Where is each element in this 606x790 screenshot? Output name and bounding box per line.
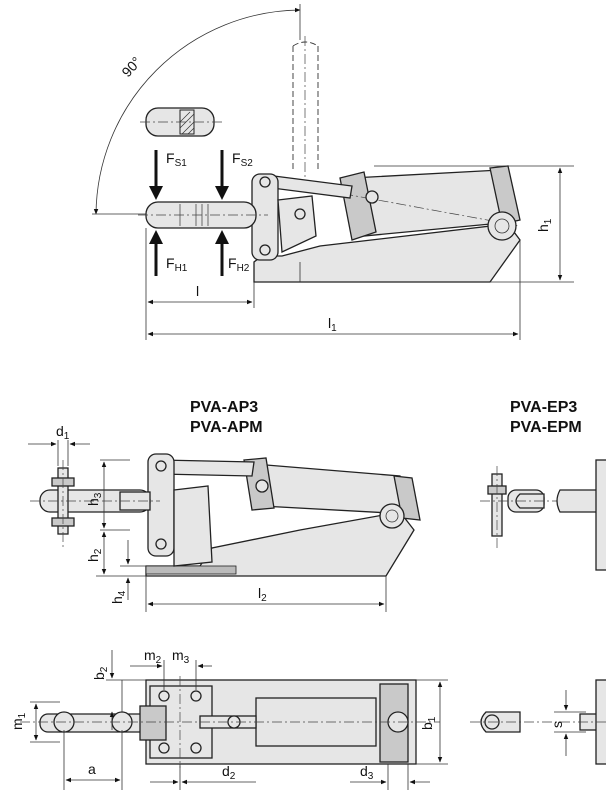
- fs2-label: FS2: [232, 150, 253, 169]
- clamp-arm: [251, 173, 317, 261]
- dim-m1: m1: [9, 712, 28, 730]
- ap-side-view: [30, 453, 421, 577]
- side-view-top: 90°: [92, 4, 574, 340]
- clamp-bar-detail: [140, 107, 222, 137]
- dim-h4: h4: [109, 590, 128, 604]
- dim-h1: h1: [535, 218, 554, 232]
- force-arrows: [149, 150, 229, 276]
- dim-b2: b2: [91, 666, 110, 680]
- dim-s: s: [549, 721, 565, 728]
- clamp-spindle: [138, 201, 268, 229]
- angle-label: 90°: [118, 54, 144, 80]
- dim-d3: d3: [360, 763, 374, 782]
- dim-l1: l1: [328, 315, 337, 334]
- air-cylinder: [289, 165, 521, 241]
- dim-h2: h2: [85, 548, 104, 562]
- title-ep-line1: PVA-EP3: [510, 399, 577, 416]
- ep-side-view: [480, 459, 606, 571]
- fs1-label: FS1: [166, 150, 187, 169]
- title-ap-line1: PVA-AP3: [190, 399, 258, 416]
- angle-arc: [93, 7, 301, 215]
- dim-l2: l2: [258, 585, 267, 604]
- dim-d1: d1: [56, 423, 70, 442]
- fh2-label: FH2: [228, 255, 250, 274]
- dim-l: l: [196, 283, 199, 299]
- dim-d2: d2: [222, 763, 236, 782]
- dim-h3: h3: [85, 492, 104, 506]
- title-ap-line2: PVA-APM: [190, 419, 263, 436]
- dim-m2: m2: [144, 647, 162, 666]
- ep-plan-view: [470, 679, 606, 765]
- dim-a: a: [88, 761, 96, 777]
- fh1-label: FH1: [166, 255, 188, 274]
- dim-b1: b1: [419, 716, 438, 730]
- ap-plan-view: [20, 676, 440, 768]
- dim-m3: m3: [172, 647, 190, 666]
- open-handle-phantom: [292, 36, 319, 180]
- title-ep-line2: PVA-EPM: [510, 419, 582, 436]
